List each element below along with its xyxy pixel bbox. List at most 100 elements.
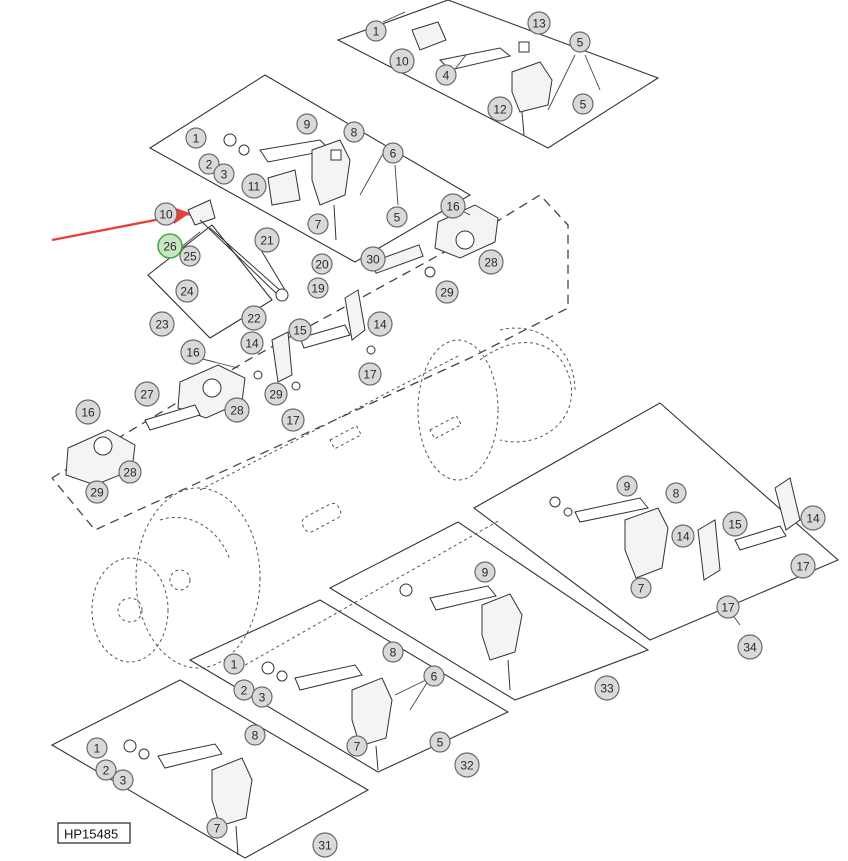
callout-7: 7 [206, 817, 228, 839]
callout-6: 6 [382, 142, 404, 164]
callout-circle [223, 653, 245, 675]
callout-circle [527, 11, 551, 35]
callout-7: 7 [307, 213, 329, 235]
panel-linkage [147, 224, 273, 339]
callout-circle [737, 634, 763, 660]
callout-number: 17 [721, 601, 735, 615]
panel-frames [50, 0, 840, 859]
callout-circle [86, 737, 108, 759]
figure-code-label: HP15485 [57, 822, 131, 844]
callout-16: 16 [440, 193, 466, 219]
callout-circle [118, 460, 142, 484]
callout-circle [240, 331, 264, 355]
callout-number: 16 [186, 346, 200, 360]
callout-number: 23 [155, 318, 169, 332]
callout-number: 10 [395, 55, 409, 69]
callout-8: 8 [343, 121, 365, 143]
callout-5: 5 [429, 731, 451, 753]
callout-23: 23 [149, 311, 175, 337]
callout-31: 31 [312, 832, 338, 858]
callout-number: 31 [318, 839, 332, 853]
callout-8: 8 [244, 724, 266, 746]
callout-circle [429, 731, 451, 753]
callout-circle [665, 482, 687, 504]
callout-circle [213, 163, 235, 185]
callout-circle [311, 253, 333, 275]
callout-number: 29 [269, 388, 283, 402]
callout-2: 2 [233, 679, 255, 701]
callout-number: 9 [482, 566, 489, 580]
callout-14: 14 [367, 311, 393, 337]
callout-number: 3 [120, 774, 127, 788]
callout-10: 10 [154, 202, 178, 226]
callout-circle [149, 311, 175, 337]
callout-number: 5 [577, 36, 584, 50]
callout-9: 9 [296, 113, 318, 135]
callout-2: 2 [95, 759, 117, 781]
callout-number: 6 [431, 670, 438, 684]
rotor-housing [91, 327, 576, 669]
callout-circle [367, 311, 393, 337]
callout-1: 1 [223, 653, 245, 675]
callout-circle [671, 524, 695, 548]
callout-circle [75, 399, 101, 425]
callout-circle [360, 246, 386, 272]
callout-circle [95, 759, 117, 781]
callout-29: 29 [85, 480, 109, 504]
callout-circle [288, 318, 312, 342]
callout-number: 2 [206, 158, 213, 172]
callout-number: 8 [351, 126, 358, 140]
callout-number: 27 [140, 388, 154, 402]
callout-number: 3 [259, 691, 266, 705]
callout-number: 6 [390, 147, 397, 161]
callout-22: 22 [241, 305, 267, 331]
callout-30: 30 [360, 246, 386, 272]
callout-number: 33 [600, 682, 614, 696]
callout-number: 14 [806, 512, 820, 526]
callout-circle [474, 561, 496, 583]
callout-circle [616, 475, 638, 497]
callout-number: 19 [311, 282, 325, 296]
callout-1: 1 [365, 20, 387, 42]
callout-number: 8 [390, 646, 397, 660]
callout-16: 16 [75, 399, 101, 425]
callout-circle [382, 641, 404, 663]
callout-number: 5 [580, 98, 587, 112]
callout-number: 17 [286, 414, 300, 428]
callout-16: 16 [180, 339, 206, 365]
callout-number: 28 [230, 404, 244, 418]
callout-number: 5 [394, 211, 401, 225]
callout-number: 32 [460, 759, 474, 773]
callout-28: 28 [478, 249, 504, 275]
callout-circle [157, 233, 183, 259]
callout-6: 6 [423, 665, 445, 687]
callout-number: 28 [123, 466, 137, 480]
callout-25: 25 [179, 245, 201, 267]
panel-top [336, 0, 660, 149]
callout-number: 14 [373, 318, 387, 332]
callout-28: 28 [118, 460, 142, 484]
callout-circle [389, 48, 415, 74]
dashed-frame [51, 194, 569, 531]
callout-number: 8 [673, 487, 680, 501]
callout-number: 2 [241, 684, 248, 698]
callout-7: 7 [630, 577, 652, 599]
panel-upper [148, 74, 472, 263]
callout-number: 7 [315, 218, 322, 232]
callout-number: 28 [484, 256, 498, 270]
callout-3: 3 [213, 163, 235, 185]
callout-17: 17 [716, 595, 740, 619]
callout-circle [233, 679, 255, 701]
callout-circle [296, 113, 318, 135]
callout-circle [180, 339, 206, 365]
callout-17: 17 [358, 362, 382, 386]
callout-number: 14 [676, 530, 690, 544]
callout-10: 10 [389, 48, 415, 74]
callout-13: 13 [527, 11, 551, 35]
callout-15: 15 [722, 511, 748, 537]
callout-number: 26 [163, 240, 177, 254]
figure-code-text: HP15485 [64, 827, 118, 842]
callout-number: 13 [532, 17, 546, 31]
